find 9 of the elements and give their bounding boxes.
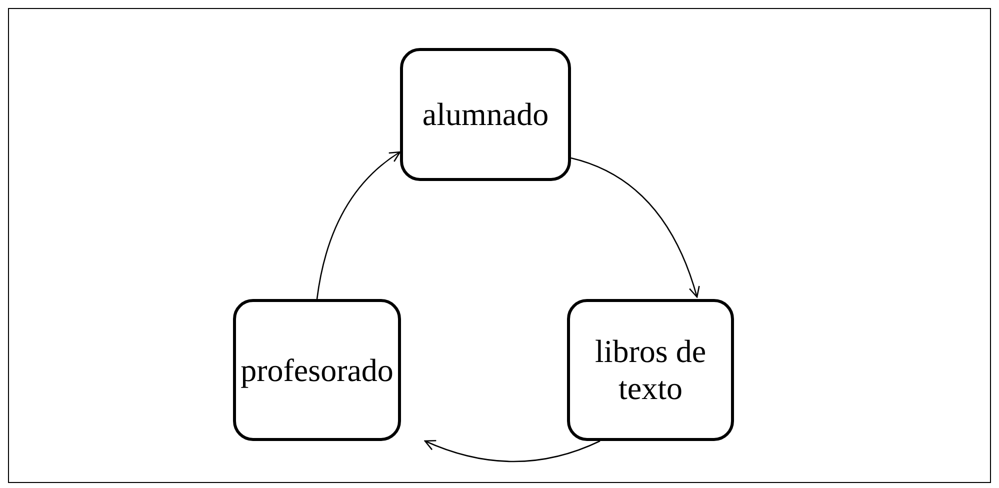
curved-arrow (570, 157, 700, 298)
node-label: libros de texto (594, 333, 708, 407)
curved-arrow (316, 151, 401, 300)
rounded-box (400, 48, 571, 181)
rounded-box (233, 299, 401, 441)
node-label: alumnado (422, 96, 549, 133)
rounded-box (567, 299, 734, 441)
node-label: profesorado (240, 352, 394, 388)
curved-arrow (424, 440, 600, 462)
